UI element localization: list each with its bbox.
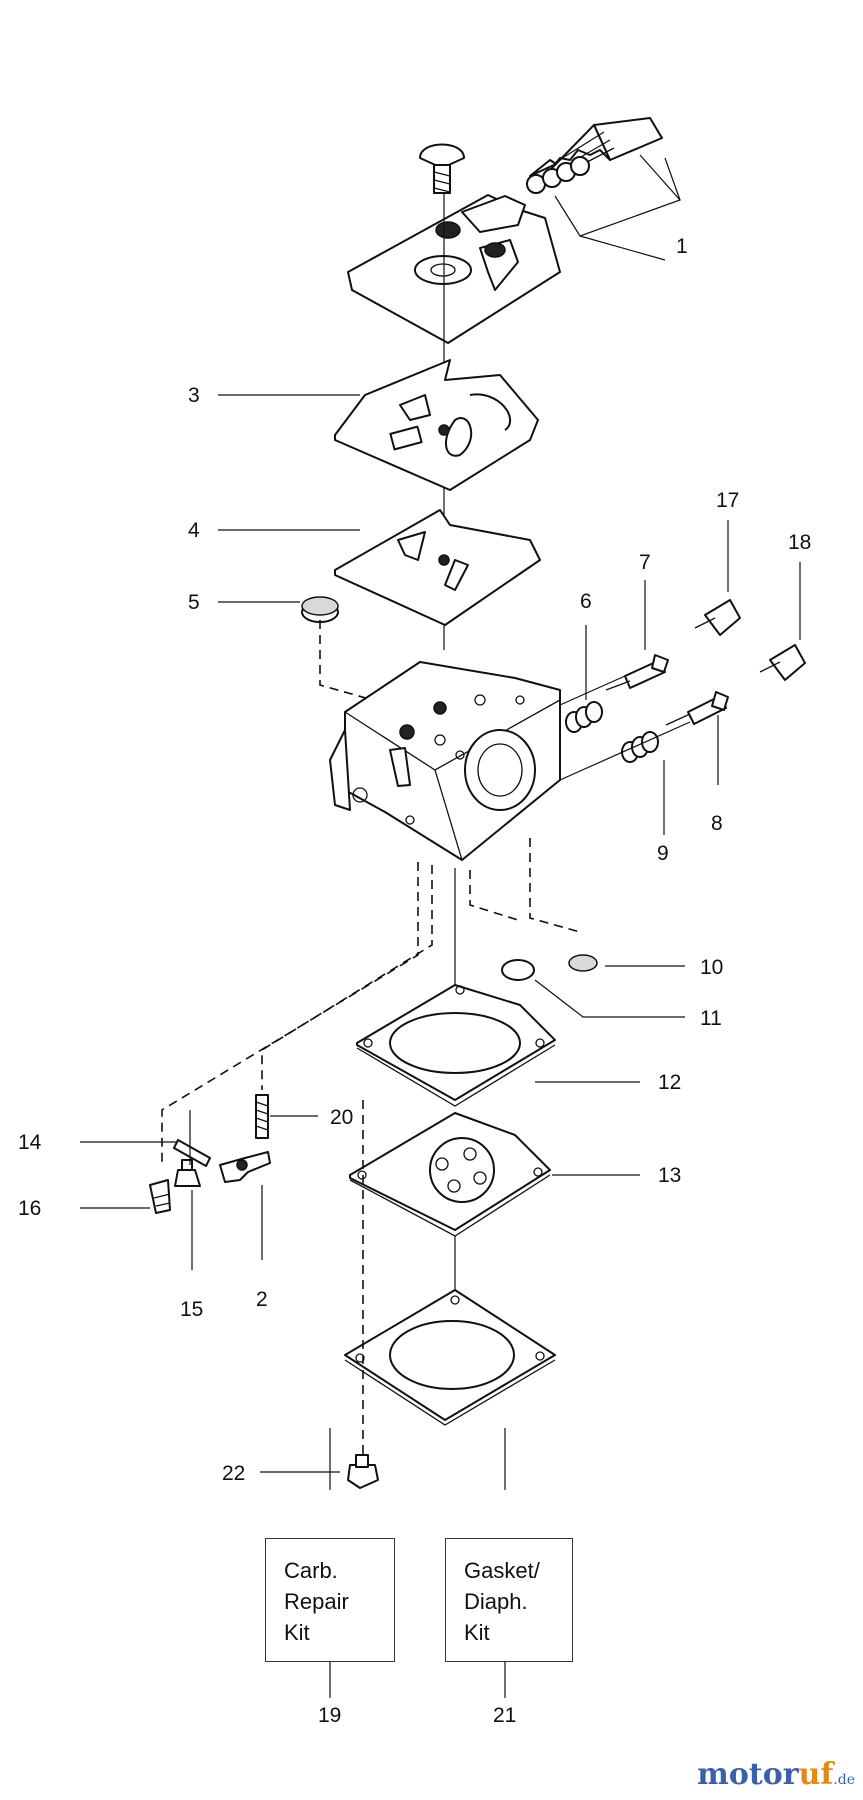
low-speed-needle xyxy=(665,691,729,726)
kit-gasket-line-2: Diaph. xyxy=(464,1589,528,1614)
motoruf-watermark-logo: motoruf.de xyxy=(697,1757,855,1792)
kit-repair-line-1: Carb. xyxy=(284,1558,338,1583)
leader-11 xyxy=(534,979,685,1018)
limiter-cap-18 xyxy=(759,644,806,681)
callout-18: 18 xyxy=(788,531,811,554)
inlet-needle xyxy=(149,1179,171,1214)
callout-20: 20 xyxy=(330,1106,353,1129)
leader-1 xyxy=(554,154,682,261)
callout-12: 12 xyxy=(658,1071,681,1094)
callout-17: 17 xyxy=(716,489,739,512)
top-cover xyxy=(347,194,561,344)
callout-22: 22 xyxy=(222,1462,245,1485)
inlet-screen xyxy=(568,954,598,972)
cover-screw xyxy=(419,143,465,194)
metering-diaphragm xyxy=(349,1112,551,1237)
high-speed-needle xyxy=(605,654,669,691)
callout-8: 8 xyxy=(711,812,723,835)
needle-axis-lines xyxy=(559,675,691,781)
needle-spring-upper xyxy=(565,701,603,733)
callout-6: 6 xyxy=(580,590,592,613)
callout-21: 21 xyxy=(493,1704,516,1727)
pump-diaphragm xyxy=(334,509,541,626)
callout-14: 14 xyxy=(18,1131,42,1154)
metering-lever xyxy=(219,1151,271,1183)
callout-19: 19 xyxy=(318,1704,341,1727)
callout-4: 4 xyxy=(188,519,200,542)
watermark-part-a: motor xyxy=(697,1757,799,1792)
kit-gasket-line-3: Kit xyxy=(464,1620,490,1645)
idle-screw-assembly xyxy=(526,117,663,194)
callout-13: 13 xyxy=(658,1164,681,1187)
callout-2: 2 xyxy=(256,1288,268,1311)
watermark-tld: .de xyxy=(833,1772,855,1788)
callout-11: 11 xyxy=(700,1007,722,1030)
gasket-plate xyxy=(334,359,539,491)
carburetor-body xyxy=(329,661,561,861)
kit-repair-line-3: Kit xyxy=(284,1620,310,1645)
callout-3: 3 xyxy=(188,384,200,407)
fuel-screen xyxy=(301,596,339,623)
callout-7: 7 xyxy=(639,551,651,574)
needle-spring-lower xyxy=(621,731,659,763)
carb-repair-kit-box: Carb. Repair Kit xyxy=(265,1538,395,1662)
limiter-cap-17 xyxy=(694,599,741,636)
watermark-part-b: uf xyxy=(798,1757,834,1792)
inlet-needle-seat xyxy=(174,1159,201,1187)
check-valve xyxy=(501,959,535,981)
lever-pin xyxy=(173,1139,211,1167)
callout-10: 10 xyxy=(700,956,723,979)
callout-16: 16 xyxy=(18,1197,41,1220)
callout-9: 9 xyxy=(657,842,669,865)
kit-repair-line-2: Repair xyxy=(284,1589,349,1614)
dash-10 xyxy=(529,838,581,933)
cover-screw-22 xyxy=(347,1454,379,1489)
metering-cover xyxy=(344,1289,556,1426)
kit-gasket-line-1: Gasket/ xyxy=(464,1558,540,1583)
lever-spring xyxy=(255,1094,269,1139)
gasket-diaph-kit-box: Gasket/ Diaph. Kit xyxy=(445,1538,573,1662)
callout-5: 5 xyxy=(188,591,200,614)
dash-14 xyxy=(161,862,419,1165)
metering-gasket xyxy=(356,984,556,1107)
dash-11 xyxy=(469,870,519,921)
callout-15: 15 xyxy=(180,1298,203,1321)
callout-1: 1 xyxy=(676,235,688,258)
